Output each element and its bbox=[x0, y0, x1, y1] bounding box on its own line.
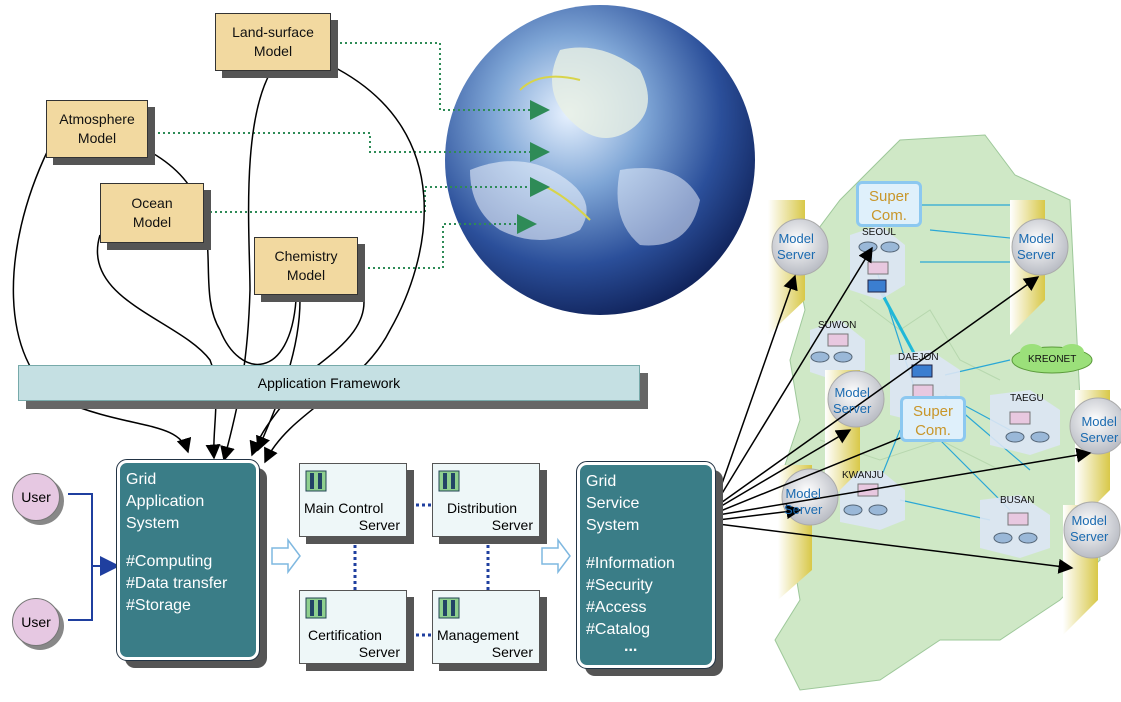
main-control-server-label: Server bbox=[358, 517, 400, 533]
grid-service-item-access: #Access bbox=[586, 599, 647, 616]
chemistry-model-label-2: Model bbox=[286, 267, 326, 283]
land-surface-model-label-1: Land-surface bbox=[232, 24, 314, 40]
application-framework-label: Application Framework bbox=[257, 375, 401, 391]
management-server-label: Server bbox=[491, 644, 533, 660]
model-server-6: Model Server bbox=[1070, 513, 1108, 545]
model-server-label-2: Server bbox=[1017, 247, 1056, 262]
model-server-label-1: Model bbox=[778, 231, 814, 246]
grid-service-title-2: Service bbox=[586, 495, 640, 512]
management-label: Management bbox=[437, 627, 519, 643]
grid-service-system-box: Grid Service System #Information #Securi… bbox=[576, 461, 716, 669]
main-control-server-box: Main Control Server bbox=[299, 463, 407, 537]
earth-image bbox=[445, 5, 755, 315]
certification-label: Certification bbox=[308, 627, 382, 643]
grid-service-item-catalog: #Catalog bbox=[586, 621, 651, 638]
model-server-label-2: Server bbox=[1070, 529, 1109, 544]
model-server-1: Model Server bbox=[777, 231, 815, 263]
application-framework-bar: Application Framework bbox=[18, 365, 640, 401]
grid-service-item-ellipsis: ... bbox=[624, 638, 638, 655]
land-surface-model-label-2: Model bbox=[253, 43, 293, 59]
model-server-4: Model Server bbox=[1080, 414, 1118, 446]
atmosphere-model-label-2: Model bbox=[77, 130, 117, 146]
model-server-label-1: Model bbox=[785, 486, 821, 501]
model-server-5: Model Server bbox=[784, 486, 822, 518]
chemistry-model-label-1: Chemistry bbox=[274, 248, 338, 264]
grid-service-item-security: #Security bbox=[586, 577, 653, 594]
grid-app-item-computing: #Computing bbox=[126, 553, 213, 570]
city-label-busan: BUSAN bbox=[1000, 495, 1035, 506]
grid-app-title-3: System bbox=[126, 515, 180, 532]
city-label-seoul: SEOUL bbox=[862, 227, 896, 238]
model-server-3: Model Server bbox=[833, 385, 871, 417]
super-com-label-2: Com. bbox=[915, 422, 951, 439]
server-icon bbox=[305, 470, 327, 492]
grid-app-item-data-transfer: #Data transfer bbox=[126, 575, 228, 592]
chemistry-model-box: Chemistry Model bbox=[254, 237, 358, 295]
main-control-label: Main Control bbox=[304, 500, 384, 516]
model-server-label-1: Model bbox=[1081, 414, 1117, 429]
model-server-label-2: Server bbox=[833, 401, 872, 416]
model-server-label-1: Model bbox=[1071, 513, 1107, 528]
model-server-label-1: Model bbox=[1018, 231, 1054, 246]
grid-service-title-1: Grid bbox=[586, 473, 617, 490]
user-node-1: User bbox=[12, 473, 60, 521]
city-label-kwanju: KWANJU bbox=[842, 470, 884, 481]
distribution-server-box: Distribution Server bbox=[432, 463, 540, 537]
grid-app-item-storage: #Storage bbox=[126, 597, 191, 614]
city-label-taegu: TAEGU bbox=[1010, 393, 1044, 404]
server-icon bbox=[438, 470, 460, 492]
super-com-label-1: Super bbox=[912, 403, 954, 420]
atmosphere-model-box: Atmosphere Model bbox=[46, 100, 148, 158]
management-server-box: Management Server bbox=[432, 590, 540, 664]
city-label-suwon: SUWON bbox=[818, 320, 857, 331]
grid-app-title-2: Application bbox=[126, 493, 205, 510]
ocean-model-label-1: Ocean bbox=[131, 195, 173, 211]
user-label-1: User bbox=[21, 489, 51, 505]
super-com-label-1: Super bbox=[868, 188, 910, 205]
model-server-label-2: Server bbox=[1080, 430, 1119, 445]
land-surface-model-box: Land-surface Model bbox=[215, 13, 331, 71]
model-server-label-2: Server bbox=[784, 502, 823, 517]
model-server-pillars bbox=[768, 200, 1121, 635]
user-label-2: User bbox=[21, 614, 51, 630]
distribution-server-label: Server bbox=[491, 517, 533, 533]
user-node-2: User bbox=[12, 598, 60, 646]
server-icon bbox=[438, 597, 460, 619]
super-computer-seoul: Super Com. bbox=[856, 181, 922, 227]
grid-service-title-3: System bbox=[586, 517, 640, 534]
model-server-label-2: Server bbox=[777, 247, 816, 262]
atmosphere-model-label-1: Atmosphere bbox=[59, 111, 135, 127]
ocean-model-box: Ocean Model bbox=[100, 183, 204, 243]
model-server-2: Model Server bbox=[1017, 231, 1055, 263]
grid-service-item-information: #Information bbox=[586, 555, 675, 572]
server-icon bbox=[305, 597, 327, 619]
super-computer-daejon: Super Com. bbox=[900, 396, 966, 442]
grid-app-title-1: Grid bbox=[126, 471, 157, 488]
model-server-label-1: Model bbox=[834, 385, 870, 400]
grid-application-system-box: Grid Application System #Computing #Data… bbox=[116, 459, 260, 661]
kreonet-label: KREONET bbox=[1028, 354, 1077, 365]
certification-server-box: Certification Server bbox=[299, 590, 407, 664]
kreonet-cloud bbox=[1011, 344, 1093, 374]
city-label-daejon: DAEJON bbox=[898, 352, 939, 363]
distribution-label: Distribution bbox=[447, 500, 518, 516]
super-com-label-2: Com. bbox=[871, 207, 907, 224]
certification-server-label: Server bbox=[358, 644, 400, 660]
ocean-model-label-2: Model bbox=[132, 214, 172, 230]
